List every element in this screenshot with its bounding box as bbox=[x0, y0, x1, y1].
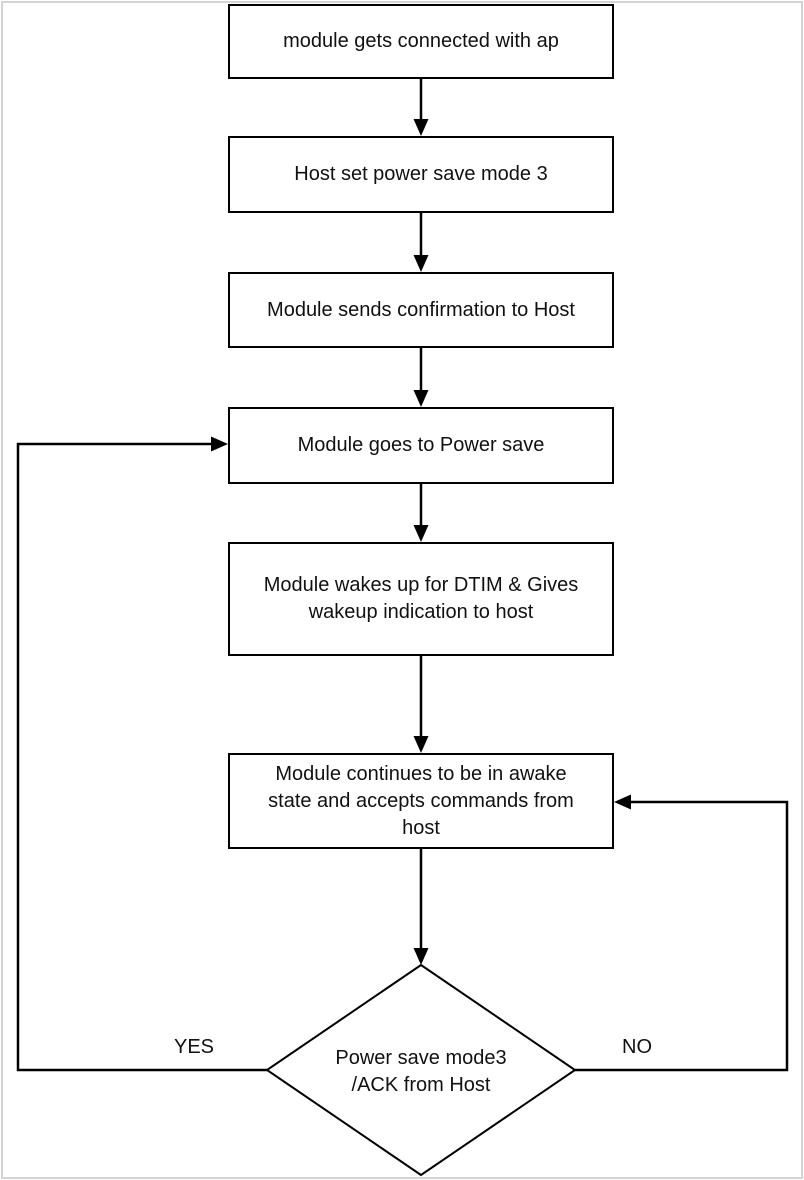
node-label-line: Module wakes up for DTIM & Gives bbox=[263, 574, 579, 596]
node-label-line: Module sends confirmation to Host bbox=[267, 298, 575, 321]
arrow-wakedtim-to-awake bbox=[413, 656, 429, 753]
decision-diamond bbox=[265, 963, 577, 1177]
decision-label-line: /ACK from Host bbox=[351, 1074, 491, 1096]
node-label-line: Module goes to Power save bbox=[297, 434, 545, 456]
node-module-power-save: Module goes to Power save bbox=[228, 407, 614, 484]
arrow-confirmation-to-powersave bbox=[413, 348, 429, 407]
node-label-line: wakeup indication to host bbox=[308, 601, 534, 623]
node-label-line: Host set power save mode 3 bbox=[294, 163, 548, 185]
decision-label-line: Power save mode3 bbox=[335, 1047, 507, 1069]
node-label-line: host bbox=[402, 816, 440, 839]
node-label-line: state and accepts commands from bbox=[268, 789, 574, 812]
edge-label-no: NO bbox=[622, 1036, 652, 1058]
node-host-set-power-save: Host set power save mode 3 bbox=[228, 136, 614, 213]
arrow-powersave-to-wakedtim bbox=[413, 484, 429, 542]
yes-loop-arrow bbox=[16, 436, 267, 1072]
arrow-awake-to-decision bbox=[413, 849, 429, 965]
node-module-wakes-dtim: Module wakes up for DTIM & Gives wakeup … bbox=[228, 542, 614, 656]
arrow-connect-to-setmode bbox=[413, 79, 429, 136]
edge-label-yes: YES bbox=[174, 1036, 215, 1058]
decision-label: Power save mode3 /ACK from Host bbox=[267, 1022, 575, 1122]
arrow-setmode-to-confirmation bbox=[413, 213, 429, 272]
node-module-confirmation: Module sends confirmation to Host bbox=[228, 272, 614, 348]
node-label-line: Module continues to be in awake bbox=[275, 762, 567, 785]
node-label-line: module gets connected with ap bbox=[283, 30, 559, 52]
no-loop-arrow bbox=[575, 794, 789, 1072]
node-module-connected: module gets connected with ap bbox=[228, 4, 614, 79]
node-module-awake-state: Module continues to be in awake state an… bbox=[228, 753, 614, 849]
